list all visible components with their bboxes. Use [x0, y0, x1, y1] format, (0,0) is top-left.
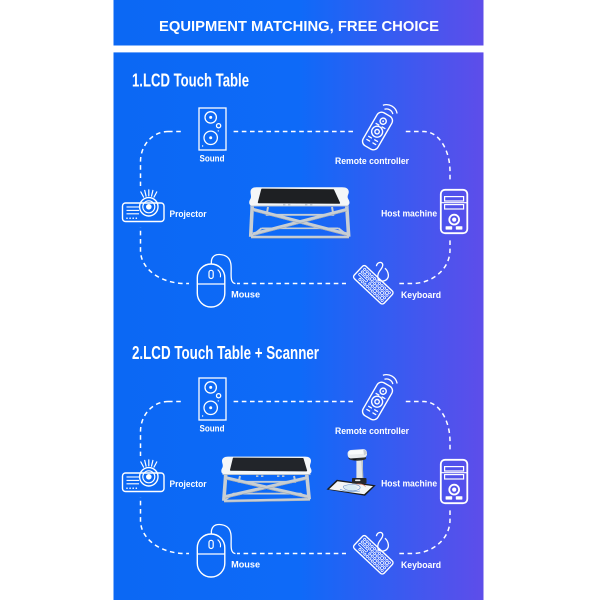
svg-text:Host machine: Host machine: [381, 208, 437, 219]
svg-text:Sound: Sound: [200, 154, 225, 165]
svg-text:Projector: Projector: [170, 479, 207, 490]
svg-text:Host machine: Host machine: [381, 478, 437, 489]
svg-text:EQUIPMENT MATCHING, FREE CHOIC: EQUIPMENT MATCHING, FREE CHOICE: [159, 18, 439, 35]
svg-text:Projector: Projector: [170, 209, 207, 220]
svg-text:Sound: Sound: [200, 424, 225, 435]
svg-text:1.LCD Touch Table: 1.LCD Touch Table: [132, 70, 249, 91]
svg-text:Keyboard: Keyboard: [401, 290, 441, 301]
svg-text:2.LCD Touch Table + Scanner: 2.LCD Touch Table + Scanner: [132, 342, 319, 363]
svg-text:Mouse: Mouse: [231, 290, 260, 301]
svg-text:Mouse: Mouse: [231, 560, 260, 571]
svg-text:Keyboard: Keyboard: [401, 560, 441, 571]
svg-text:Remote controller: Remote controller: [335, 156, 409, 167]
svg-text:Remote controller: Remote controller: [335, 426, 409, 437]
